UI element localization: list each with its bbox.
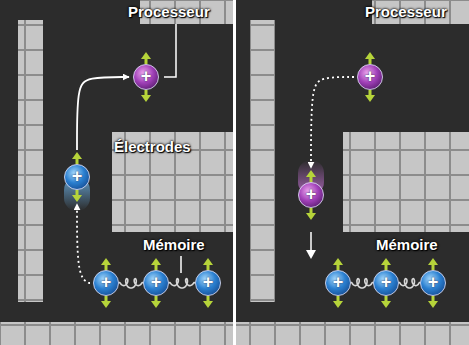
charge-sign: + <box>420 270 446 296</box>
spin-arrow <box>101 258 111 265</box>
ion: + <box>64 164 90 190</box>
ion: + <box>357 64 383 90</box>
spin-arrow <box>101 301 111 308</box>
motion-arrow <box>311 77 354 168</box>
part-label: Processeur <box>128 3 210 20</box>
ion: + <box>93 270 119 296</box>
spin-arrow <box>428 258 438 265</box>
spin-arrow <box>381 301 391 308</box>
part-label: Mémoire <box>376 236 438 253</box>
spin-arrow <box>72 152 82 159</box>
spring-link <box>169 279 195 288</box>
ion: + <box>143 270 169 296</box>
electrode-wall <box>0 322 233 345</box>
part-label: Mémoire <box>143 236 205 253</box>
spin-arrow <box>381 258 391 265</box>
spin-arrow <box>141 95 151 102</box>
charge-sign: + <box>93 270 119 296</box>
spin-arrow <box>151 301 161 308</box>
electrode-wall <box>18 20 43 302</box>
charge-sign: + <box>143 270 169 296</box>
panel <box>0 0 233 345</box>
spin-arrow <box>203 258 213 265</box>
ion: + <box>298 182 324 208</box>
ion: + <box>133 64 159 90</box>
spin-arrow <box>428 301 438 308</box>
motion-arrow <box>77 204 90 283</box>
spin-arrow <box>365 52 375 59</box>
part-label: Processeur <box>365 3 447 20</box>
spring-link <box>399 279 420 288</box>
ion: + <box>195 270 221 296</box>
spin-arrow <box>72 195 82 202</box>
electrode-wall <box>250 20 275 302</box>
spring-link <box>119 279 143 288</box>
charge-sign: + <box>373 270 399 296</box>
leader-line <box>180 256 182 273</box>
spin-arrow <box>151 258 161 265</box>
charge-sign: + <box>298 182 324 208</box>
ion: + <box>420 270 446 296</box>
panel <box>236 0 469 345</box>
ion: + <box>373 270 399 296</box>
charge-sign: + <box>195 270 221 296</box>
charge-sign: + <box>357 64 383 90</box>
spin-arrow <box>141 52 151 59</box>
motion-arrow <box>310 232 312 252</box>
spring-link <box>351 279 373 288</box>
leader-line <box>164 24 176 77</box>
spin-arrow <box>333 301 343 308</box>
spin-arrow <box>365 95 375 102</box>
charge-sign: + <box>64 164 90 190</box>
electrode-wall <box>236 322 469 345</box>
charge-sign: + <box>133 64 159 90</box>
spin-arrow <box>306 213 316 220</box>
spin-arrows <box>72 52 438 308</box>
charge-sign: + <box>325 270 351 296</box>
motion-arrow <box>306 250 316 259</box>
ion: + <box>325 270 351 296</box>
spin-arrow <box>306 170 316 177</box>
electrode-block <box>112 132 233 232</box>
electrode-block <box>343 132 469 232</box>
part-label: Électrodes <box>114 138 191 155</box>
spin-arrow <box>203 301 213 308</box>
spin-arrow <box>333 258 343 265</box>
